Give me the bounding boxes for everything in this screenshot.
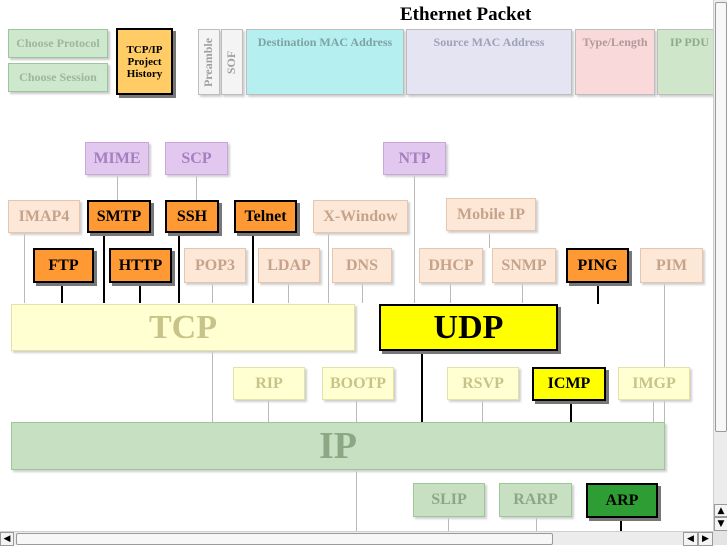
packet-preamble-field[interactable]: Preamble bbox=[198, 29, 220, 95]
scroll-right-button[interactable]: ▶ bbox=[698, 532, 713, 546]
connector-line bbox=[536, 517, 537, 531]
connector-line bbox=[482, 400, 483, 422]
scrollbar-corner bbox=[713, 531, 727, 545]
packet-type-length-field[interactable]: Type/Length bbox=[575, 29, 655, 95]
connector-line bbox=[450, 284, 451, 303]
protocol-smtp[interactable]: SMTP bbox=[87, 200, 151, 233]
connector-line bbox=[356, 400, 357, 422]
choose-session-button[interactable]: Choose Session bbox=[8, 63, 108, 92]
connector-line-active bbox=[139, 284, 141, 303]
protocol-dns[interactable]: DNS bbox=[332, 248, 392, 283]
diagram-canvas: Choose Protocol Choose Session TCP/IP Pr… bbox=[8, 4, 713, 531]
connector-line bbox=[356, 470, 357, 531]
connector-line bbox=[489, 234, 490, 248]
packet-ip-pdu-field[interactable]: IP PDU bbox=[657, 29, 713, 95]
connector-line-active bbox=[178, 235, 180, 303]
protocol-udp[interactable]: UDP bbox=[379, 304, 558, 351]
vertical-scroll-thumb[interactable] bbox=[715, 2, 727, 432]
connector-line bbox=[362, 284, 363, 303]
protocol-bootp[interactable]: BOOTP bbox=[322, 367, 394, 400]
scroll-left-button[interactable]: ◀ bbox=[683, 532, 698, 546]
connector-line bbox=[268, 400, 269, 422]
protocol-dhcp[interactable]: DHCP bbox=[419, 248, 483, 283]
scroll-down-button[interactable]: ▼ bbox=[714, 517, 727, 531]
protocol-arp[interactable]: ARP bbox=[586, 483, 658, 518]
connector-line bbox=[522, 284, 523, 303]
protocol-ip[interactable]: IP bbox=[11, 422, 665, 470]
protocol-imgp[interactable]: IMGP bbox=[618, 367, 690, 400]
protocol-mobile-ip[interactable]: Mobile IP bbox=[446, 198, 536, 231]
packet-dest-mac-field[interactable]: Destination MAC Address bbox=[246, 29, 404, 95]
protocol-pim[interactable]: PIM bbox=[640, 248, 703, 283]
protocol-rsvp[interactable]: RSVP bbox=[447, 367, 519, 400]
protocol-ping[interactable]: PING bbox=[566, 248, 629, 283]
protocol-icmp[interactable]: ICMP bbox=[532, 367, 606, 401]
protocol-snmp[interactable]: SNMP bbox=[492, 248, 556, 283]
connector-line bbox=[24, 234, 25, 303]
protocol-rip[interactable]: RIP bbox=[233, 367, 305, 400]
protocol-ntp[interactable]: NTP bbox=[383, 142, 446, 175]
choose-protocol-button[interactable]: Choose Protocol bbox=[8, 29, 108, 58]
protocol-tcp[interactable]: TCP bbox=[11, 304, 355, 351]
protocol-ftp[interactable]: FTP bbox=[33, 248, 94, 283]
protocol-ldap[interactable]: LDAP bbox=[258, 248, 320, 283]
connector-line-active bbox=[570, 402, 572, 422]
protocol-telnet[interactable]: Telnet bbox=[234, 200, 297, 233]
horizontal-scrollbar[interactable]: ◀ ◀ ▶ bbox=[0, 531, 713, 546]
packet-title: Ethernet Packet bbox=[400, 4, 532, 25]
connector-line bbox=[117, 176, 118, 203]
connector-line-active bbox=[103, 235, 105, 303]
connector-line-active bbox=[61, 284, 63, 303]
preamble-label: Preamble bbox=[201, 37, 216, 87]
sof-label: SOF bbox=[224, 50, 239, 74]
protocol-ssh[interactable]: SSH bbox=[165, 200, 219, 233]
connector-line bbox=[288, 284, 289, 303]
connector-line-active bbox=[252, 235, 254, 303]
project-history-button[interactable]: TCP/IP Project History bbox=[116, 28, 173, 95]
connector-line bbox=[664, 284, 665, 422]
protocol-pop3[interactable]: POP3 bbox=[184, 248, 246, 283]
packet-sof-field[interactable]: SOF bbox=[221, 29, 243, 95]
horizontal-scroll-thumb[interactable] bbox=[16, 533, 553, 545]
connector-line-active bbox=[421, 352, 423, 422]
protocol-http[interactable]: HTTP bbox=[109, 248, 172, 283]
scroll-left-button[interactable]: ◀ bbox=[0, 532, 14, 546]
protocol-x-window[interactable]: X-Window bbox=[313, 200, 408, 233]
scroll-up-button[interactable]: ▲ bbox=[714, 504, 727, 517]
protocol-mime[interactable]: MIME bbox=[85, 142, 149, 175]
connector-line bbox=[448, 517, 449, 531]
connector-line bbox=[653, 400, 654, 422]
connector-line-active bbox=[620, 518, 622, 531]
connector-line bbox=[196, 176, 197, 203]
protocol-scp[interactable]: SCP bbox=[165, 142, 228, 175]
connector-line bbox=[328, 234, 329, 303]
connector-line-active bbox=[597, 284, 599, 304]
connector-line bbox=[414, 176, 415, 303]
protocol-slip[interactable]: SLIP bbox=[413, 483, 485, 517]
packet-src-mac-field[interactable]: Source MAC Address bbox=[406, 29, 572, 95]
protocol-imap4[interactable]: IMAP4 bbox=[8, 200, 80, 233]
connector-line bbox=[212, 351, 213, 422]
vertical-scrollbar[interactable]: ▲ ▼ bbox=[713, 0, 727, 531]
connector-line bbox=[212, 284, 213, 303]
protocol-rarp[interactable]: RARP bbox=[499, 483, 572, 517]
